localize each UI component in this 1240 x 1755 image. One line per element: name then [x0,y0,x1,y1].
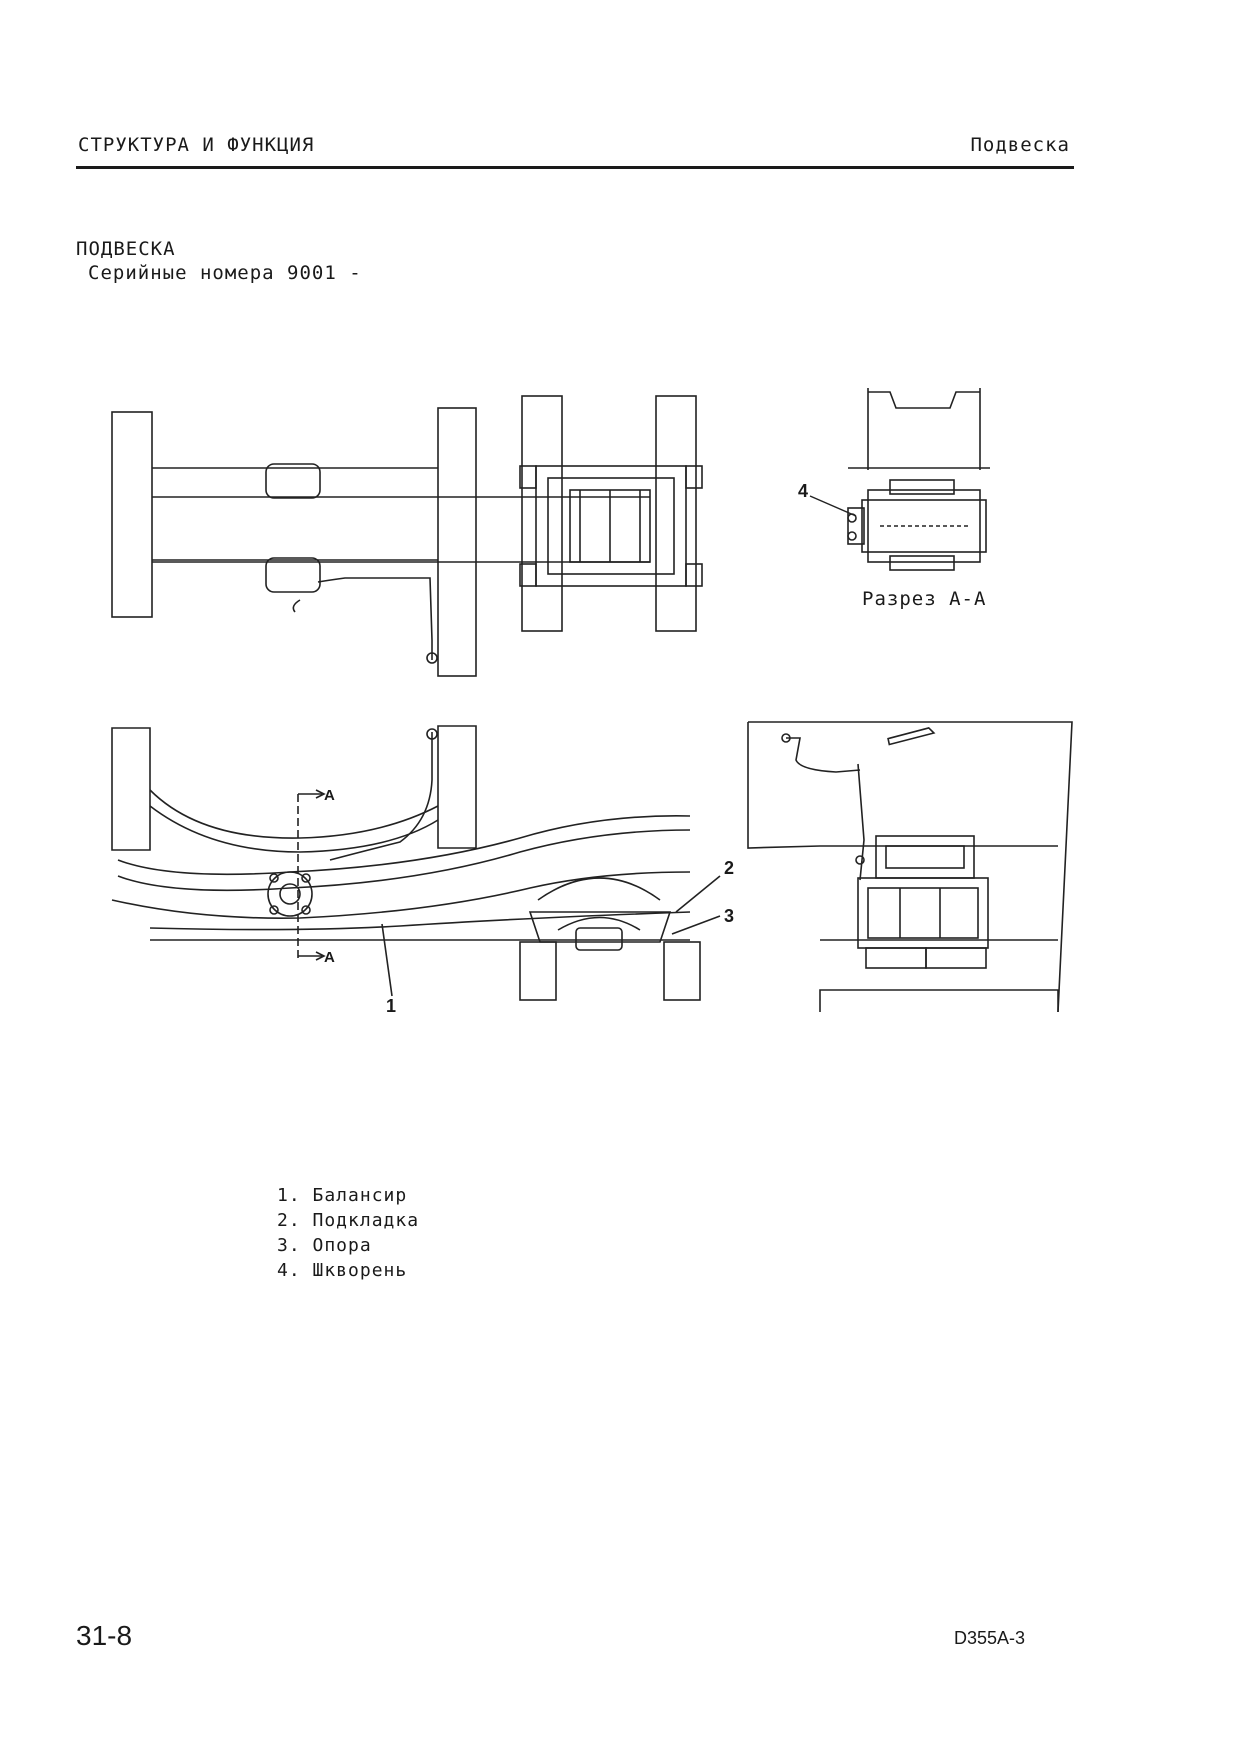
plan-view [111,395,703,677]
header-section-title: СТРУКТУРА И ФУНКЦИЯ [78,134,315,156]
section-a-a-view [847,388,990,571]
parts-legend: 1. Балансир 2. Подкладка 3. Опора 4. Шкв… [277,1183,419,1283]
perspective-view [747,721,1073,1013]
header-topic: Подвеска [970,134,1070,156]
cut-label-top: A [324,787,335,804]
section-subtitle: Серийные номера 9001 - [88,262,362,284]
side-view [111,725,721,1001]
page-number: 31-8 [76,1620,133,1651]
legend-item: 3. Опора [277,1235,372,1256]
callout-1: 1 [386,996,396,1016]
cut-label-bottom: A [324,949,335,966]
section-title: ПОДВЕСКА [76,238,176,260]
section-view-label: Разрез A-A [862,588,987,610]
legend-item: 1. Балансир [277,1185,408,1206]
callout-4: 4 [798,481,808,501]
legend-item: 2. Подкладка [277,1210,420,1231]
model-code: D355A-3 [954,1628,1026,1648]
header-rule [76,166,1074,169]
callout-3: 3 [724,906,734,926]
legend-item: 4. Шкворень [277,1260,408,1281]
callout-2: 2 [724,858,734,878]
